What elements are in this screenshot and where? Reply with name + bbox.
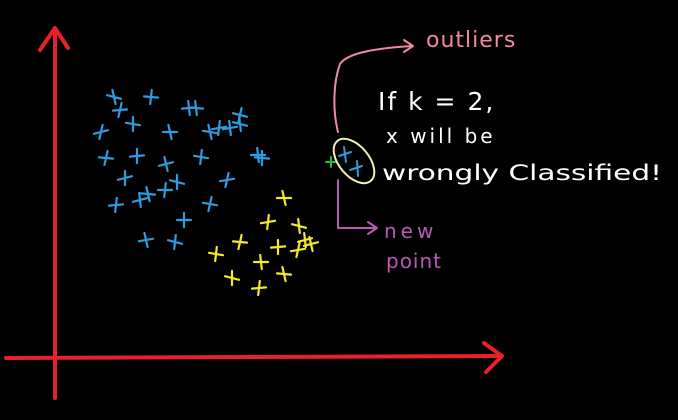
data-point-cross [275, 265, 293, 283]
axes [4, 26, 504, 400]
note-line-3: wrongly Classified! [382, 161, 662, 185]
data-point-cross [161, 123, 179, 141]
data-point-cross [259, 213, 277, 231]
data-point-cross [250, 279, 268, 297]
data-point-cross [201, 195, 219, 213]
yellow-class-cluster [207, 189, 320, 297]
data-point-cross [207, 245, 225, 263]
note-line-1: If k = 2, [378, 87, 495, 116]
data-point-cross [253, 149, 271, 167]
data-point-cross [187, 99, 205, 117]
new-point-arrow [337, 179, 378, 235]
data-point-cross [223, 269, 241, 287]
data-point-cross [210, 119, 228, 137]
data-point-cross [252, 253, 270, 271]
new-point-label-line-2: point [386, 249, 442, 273]
outliers-label: outliers [426, 28, 516, 53]
blue-class-cluster [92, 88, 271, 251]
outlier-point [338, 146, 352, 163]
data-point-cross [192, 148, 210, 166]
data-point-cross [201, 123, 219, 141]
outliers-arrow [333, 39, 414, 133]
y-axis-arrowhead [38, 26, 70, 52]
outlier-ellipse [332, 137, 376, 185]
data-point-cross [296, 231, 314, 249]
data-point-cross [275, 189, 293, 207]
data-point-cross [156, 181, 174, 199]
data-point-cross [221, 119, 239, 137]
data-point-cross [231, 233, 249, 251]
data-point-cross [111, 101, 129, 119]
data-point-cross [175, 211, 193, 229]
outlier-point [349, 160, 363, 177]
data-point-cross [128, 147, 146, 165]
data-point-cross [168, 173, 186, 191]
outlier-points [338, 146, 363, 177]
data-point-cross [289, 241, 307, 259]
new-point-marker [325, 156, 337, 168]
new-point-label-line-1: new [384, 219, 437, 243]
data-point-cross [139, 185, 157, 203]
data-point-cross [157, 155, 175, 173]
data-point-cross [92, 123, 110, 141]
data-point-cross [131, 191, 149, 209]
data-point-cross [107, 196, 125, 214]
data-point-cross [231, 106, 249, 124]
x-axis-arrowhead [482, 341, 504, 374]
data-point-cross [290, 217, 308, 235]
data-point-cross [105, 88, 123, 106]
data-point-cross [166, 233, 184, 251]
x-axis [4, 354, 500, 360]
data-point-cross [142, 88, 160, 106]
data-point-cross [269, 238, 287, 256]
data-point-cross [124, 115, 142, 133]
data-point-cross [97, 149, 115, 167]
data-point-cross [218, 171, 236, 189]
data-point-cross [116, 169, 134, 187]
data-point-cross [137, 231, 155, 249]
note-line-2: x will be [386, 124, 496, 148]
